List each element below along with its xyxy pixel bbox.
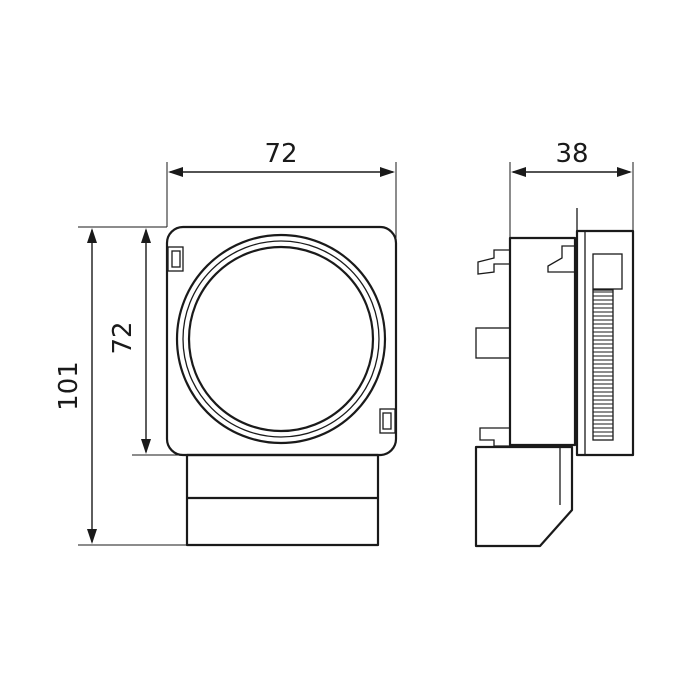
lens-outer-ring [175, 233, 387, 445]
front-housing-body [185, 453, 380, 547]
side-clip-top [477, 249, 510, 275]
side-inner-clip [547, 245, 575, 273]
side-view [474, 208, 635, 548]
front-view [165, 225, 398, 547]
dim-face-height-label: 72 [108, 321, 138, 354]
dim-face-height: 72 [108, 226, 187, 456]
dim-front-width: 72 [166, 139, 397, 240]
lens-inner-ring [187, 245, 375, 433]
side-clip-mid [475, 327, 511, 359]
dim-side-depth-label: 38 [555, 139, 588, 169]
dim-total-height: 101 [54, 226, 187, 546]
clip-bottom-right [379, 408, 396, 434]
lens-middle-ring [182, 240, 380, 438]
side-lower-housing [474, 445, 574, 548]
front-face-outline [165, 225, 398, 457]
clip-top-left [167, 246, 184, 272]
side-body [508, 236, 577, 447]
dim-front-width-label: 72 [264, 139, 297, 169]
side-rib-frame [592, 289, 614, 441]
side-front-plate [575, 229, 635, 457]
dim-total-height-label: 101 [54, 361, 84, 411]
side-top-block [592, 253, 623, 290]
side-ribs [593, 291, 613, 437]
dim-side-depth: 38 [509, 139, 634, 238]
side-clip-bottom [479, 427, 510, 447]
